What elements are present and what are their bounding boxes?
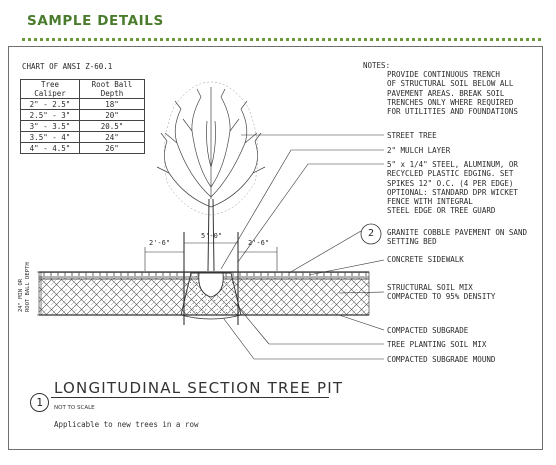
note-line: FOR UTILITIES AND FOUNDATIONS bbox=[387, 107, 518, 117]
subgrade-mound bbox=[180, 314, 242, 320]
scale-note: NOT TO SCALE bbox=[54, 405, 95, 411]
table-header: Root Ball Depth bbox=[79, 79, 145, 99]
dimension-lines bbox=[40, 242, 278, 315]
callout-planting-soil: TREE PLANTING SOIL MIX bbox=[387, 340, 487, 349]
header-dotted-rule bbox=[22, 38, 542, 41]
section-linework bbox=[37, 81, 385, 360]
note-line: PAVEMENT AREAS. BREAK SOIL bbox=[387, 88, 505, 98]
table-cell: 26" bbox=[79, 142, 145, 154]
root-ball bbox=[198, 272, 224, 298]
table-cell: 3.5" - 4" bbox=[20, 131, 80, 143]
table-row: 3" - 3.5" 20.5" bbox=[20, 120, 145, 132]
table-cell: 18" bbox=[79, 98, 145, 110]
callout-concrete: CONCRETE SIDEWALK bbox=[387, 255, 464, 264]
callout-mulch: 2" MULCH LAYER bbox=[387, 146, 451, 155]
table-cell: 4" - 4.5" bbox=[20, 142, 80, 154]
callout-street-tree: STREET TREE bbox=[387, 131, 437, 140]
detail-drawing-frame: CHART OF ANSI Z-60.1 Tree Caliper Root B… bbox=[8, 46, 543, 450]
table-row: 3.5" - 4" 24" bbox=[20, 131, 145, 143]
dim-right: 2'-6" bbox=[248, 239, 270, 247]
callout-leaders bbox=[220, 134, 385, 360]
dim-left: 2'-6" bbox=[149, 239, 171, 247]
crown-outline bbox=[163, 81, 259, 216]
tree-crown bbox=[156, 87, 266, 208]
callout-edging: 5" x 1/4" STEEL, ALUMINUM, OR RECYCLED P… bbox=[387, 160, 518, 216]
detail-number-1: 1 bbox=[30, 393, 49, 412]
table-header: Tree Caliper bbox=[20, 79, 80, 99]
chart-title: CHART OF ANSI Z-60.1 bbox=[22, 62, 113, 71]
root-ball-table: Tree Caliper Root Ball Depth 2" - 2.5" 1… bbox=[20, 79, 145, 154]
table-cell: 24" bbox=[79, 131, 145, 143]
tree-trunk bbox=[207, 198, 215, 272]
note-line: TRENCHES ONLY WHERE REQUIRED bbox=[387, 97, 514, 107]
dim-center: 5'-0" bbox=[201, 232, 223, 240]
dim-vertical: 24" MIN OR ROOT BALL DEPTH bbox=[18, 262, 31, 312]
callout-granite: GRANITE COBBLE PAVEMENT ON SAND SETTING … bbox=[387, 228, 527, 247]
callout-structural-soil: STRUCTURAL SOIL MIX COMPACTED TO 95% DEN… bbox=[387, 283, 496, 302]
table-cell: 20" bbox=[79, 109, 145, 121]
section-header: SAMPLE DETAILS bbox=[27, 13, 164, 29]
title-underline bbox=[51, 397, 329, 398]
table-cell: 20.5" bbox=[79, 120, 145, 132]
note-line: OF STRUCTURAL SOIL BELOW ALL bbox=[387, 79, 514, 89]
notes-block: PROVIDE CONTINUOUS TRENCH OF STRUCTURAL … bbox=[387, 70, 518, 116]
table-cell: 2.5" - 3" bbox=[20, 109, 80, 121]
table-row: 2.5" - 3" 20" bbox=[20, 109, 145, 121]
detail-title: LONGITUDINAL SECTION TREE PIT bbox=[54, 379, 344, 397]
applies-note: Applicable to new trees in a row bbox=[54, 420, 199, 429]
callout-compacted-subgrade: COMPACTED SUBGRADE bbox=[387, 326, 469, 335]
detail-2-circle bbox=[360, 223, 382, 245]
callout-subgrade-mound: COMPACTED SUBGRADE MOUND bbox=[387, 355, 496, 364]
detail-number-2: 2 bbox=[368, 228, 375, 239]
table-row: 4" - 4.5" 26" bbox=[20, 142, 145, 154]
table-cell: 2" - 2.5" bbox=[20, 98, 80, 110]
note-line: PROVIDE CONTINUOUS TRENCH bbox=[387, 70, 500, 79]
notes-heading: NOTES: bbox=[363, 61, 391, 70]
table-row: 2" - 2.5" 18" bbox=[20, 98, 145, 110]
table-cell: 3" - 3.5" bbox=[20, 120, 80, 132]
